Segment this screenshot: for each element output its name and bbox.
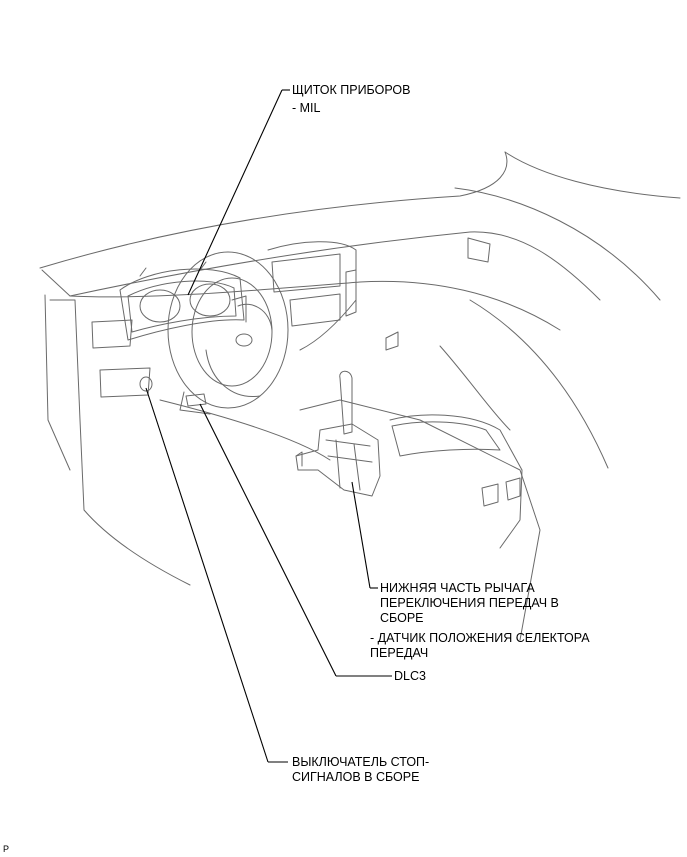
label-shift-sensor-line1: - ДАТЧИК ПОЛОЖЕНИЯ СЕЛЕКТОРА xyxy=(370,631,590,645)
console-side xyxy=(389,414,523,549)
left-side-panel xyxy=(49,299,191,586)
corner-mark: P xyxy=(3,844,10,854)
hazard-panel xyxy=(345,269,357,317)
lower-left-panel xyxy=(99,367,151,398)
leader-shift-lever xyxy=(351,481,371,589)
cluster-bracket xyxy=(139,261,247,323)
leader-stop-switch xyxy=(145,387,269,763)
shift-bracket xyxy=(295,451,303,467)
left-vent xyxy=(91,319,133,349)
passenger-dash-line xyxy=(439,345,511,431)
floor-line xyxy=(159,399,331,461)
center-vent-lower xyxy=(289,293,341,327)
console-armrest xyxy=(391,421,501,457)
label-stop-switch-line2: СИГНАЛОВ В СБОРЕ xyxy=(292,770,420,784)
center-stack xyxy=(267,241,357,351)
windshield-pillar xyxy=(454,187,661,301)
label-shift-lever: НИЖНЯЯ ЧАСТЬ РЫЧАГА ПЕРЕКЛЮЧЕНИЯ ПЕРЕДАЧ… xyxy=(380,581,559,626)
console-vent-left xyxy=(481,483,499,507)
label-instrument-panel-sub: - MIL xyxy=(292,101,321,115)
label-dlc3: DLC3 xyxy=(394,669,426,683)
shift-lever-knob xyxy=(339,370,353,435)
dashboard-top-outline xyxy=(39,151,508,269)
dashboard-upper-line xyxy=(41,231,601,301)
shift-lever-assembly xyxy=(295,423,381,497)
center-display xyxy=(271,253,341,293)
stop-light-switch xyxy=(139,376,153,392)
leader-dlc3 xyxy=(199,403,337,677)
windshield-edge xyxy=(504,151,681,199)
steering-wheel-inner xyxy=(191,277,273,387)
label-instrument-panel: ЩИТОК ПРИБОРОВ - MIL xyxy=(292,83,410,116)
dashboard-lower-line xyxy=(69,280,561,331)
instrument-cluster-housing xyxy=(119,268,245,341)
instrument-cluster-inner xyxy=(127,280,237,333)
right-dash-sweep xyxy=(469,299,609,469)
console-vent-right xyxy=(505,477,521,501)
console-base xyxy=(299,399,541,641)
steering-column xyxy=(179,391,211,415)
right-panel-vent xyxy=(385,331,399,351)
label-shift-sensor-line2: ПЕРЕДАЧ xyxy=(370,646,429,660)
steering-spoke xyxy=(205,303,273,397)
leader-instrument-panel xyxy=(187,89,283,296)
gauge-left xyxy=(139,289,181,323)
steering-wheel-outer xyxy=(167,251,289,409)
label-shift-lever-line3: СБОРЕ xyxy=(380,611,424,625)
left-door-edge xyxy=(44,294,71,471)
steering-hub-logo xyxy=(235,333,253,347)
right-vent xyxy=(467,237,491,263)
label-stop-switch-line1: ВЫКЛЮЧАТЕЛЬ СТОП- xyxy=(292,755,430,769)
label-shift-lever-line2: ПЕРЕКЛЮЧЕНИЯ ПЕРЕДАЧ В xyxy=(380,596,559,610)
label-shift-sensor: - ДАТЧИК ПОЛОЖЕНИЯ СЕЛЕКТОРА ПЕРЕДАЧ xyxy=(370,631,590,661)
label-shift-lever-line1: НИЖНЯЯ ЧАСТЬ РЫЧАГА xyxy=(380,581,535,595)
gauge-right xyxy=(189,283,231,317)
label-instrument-panel-title: ЩИТОК ПРИБОРОВ xyxy=(292,83,411,97)
label-stop-switch: ВЫКЛЮЧАТЕЛЬ СТОП- СИГНАЛОВ В СБОРЕ xyxy=(292,755,429,785)
shift-lever-detail xyxy=(325,439,373,491)
dlc3-connector xyxy=(185,393,207,407)
